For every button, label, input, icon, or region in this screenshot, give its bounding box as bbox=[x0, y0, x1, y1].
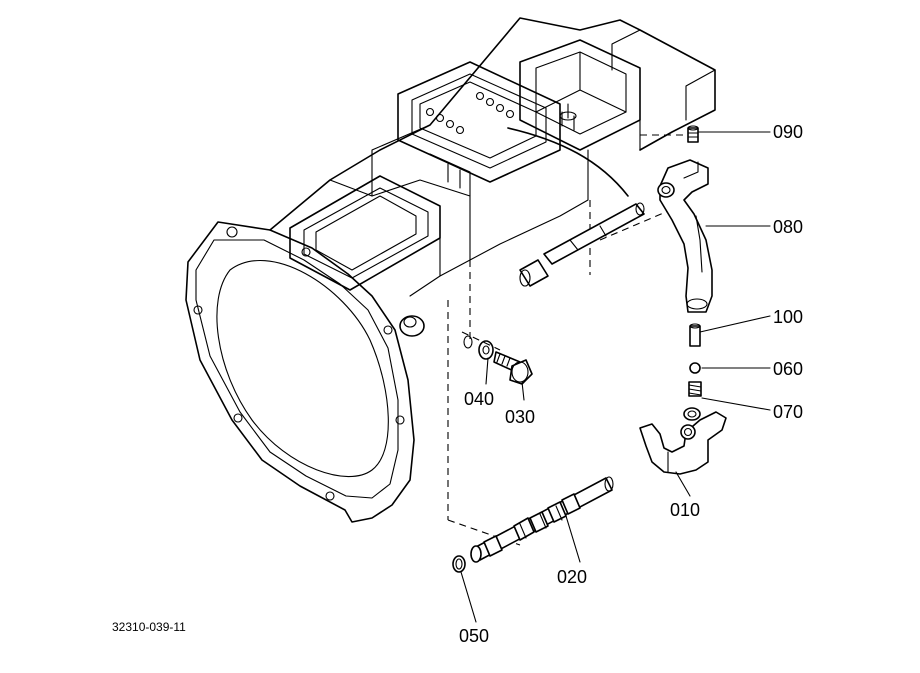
label-050: 050 bbox=[459, 626, 490, 646]
label-020: 020 bbox=[557, 567, 588, 587]
part-020-shift-rod bbox=[470, 476, 614, 563]
leader-lines bbox=[460, 131, 771, 623]
transmission-case bbox=[185, 17, 716, 546]
part-010-shift-fork bbox=[639, 407, 727, 475]
part-060-ball bbox=[689, 362, 701, 374]
part-030-bolt bbox=[493, 351, 533, 385]
part-100-sleeve bbox=[689, 323, 701, 347]
label-070: 070 bbox=[773, 402, 804, 422]
shift-rod-upper bbox=[507, 127, 645, 287]
label-060: 060 bbox=[773, 359, 804, 379]
part-040-washer bbox=[461, 331, 501, 360]
label-010: 010 bbox=[670, 500, 701, 520]
figure-code: 32310-039-11 bbox=[112, 620, 186, 634]
label-100: 100 bbox=[773, 307, 804, 327]
part-080-shift-arm bbox=[657, 159, 713, 313]
label-090: 090 bbox=[773, 122, 804, 142]
label-030: 030 bbox=[505, 407, 536, 427]
part-070-spring bbox=[688, 381, 702, 397]
part-090-pin bbox=[687, 125, 699, 143]
label-040: 040 bbox=[464, 389, 495, 409]
part-050-circlip bbox=[452, 555, 466, 573]
label-080: 080 bbox=[773, 217, 804, 237]
